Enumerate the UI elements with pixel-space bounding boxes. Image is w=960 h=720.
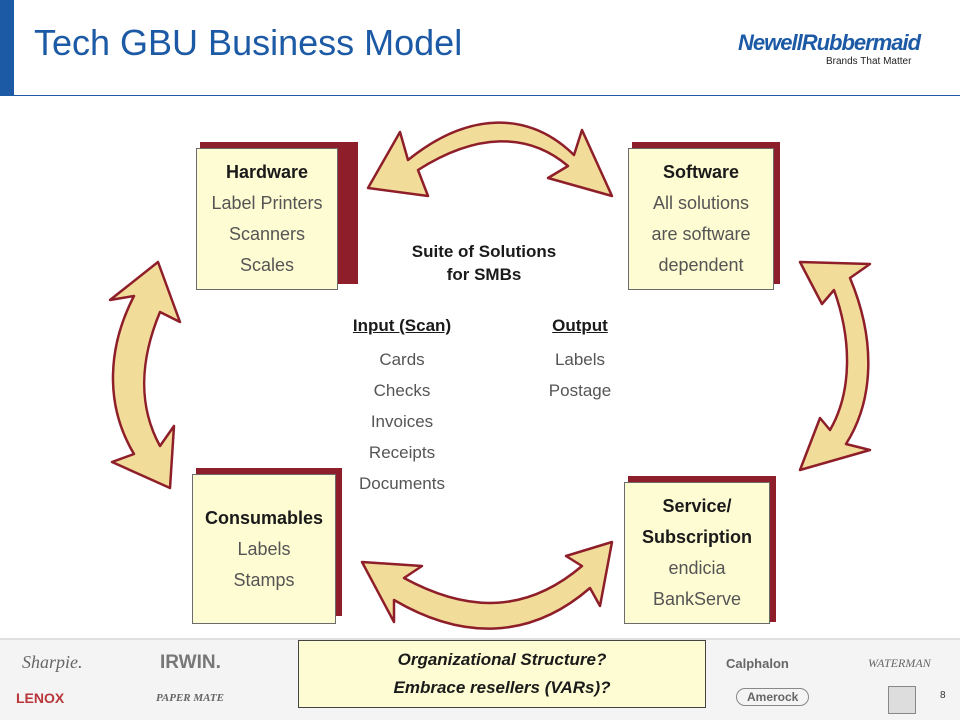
- suite-line: for SMBs: [446, 265, 522, 284]
- input-item: Receipts: [368, 443, 436, 462]
- input-item: Invoices: [370, 412, 434, 431]
- page-number: 8: [940, 690, 946, 701]
- service-box: Service/ Subscription endicia BankServe: [624, 482, 770, 624]
- service-heading: Service/: [662, 496, 732, 516]
- logo-tagline: Brands That Matter: [826, 56, 912, 67]
- hardware-item: Label Printers: [211, 193, 323, 213]
- title-divider: [14, 95, 960, 96]
- consumables-box: Consumables Labels Stamps: [192, 474, 336, 624]
- software-item: All solutions: [652, 193, 750, 213]
- brand-logo-amerock: Amerock: [736, 688, 810, 706]
- service-item: endicia: [668, 558, 726, 578]
- brand-logo-calphalon: Calphalon: [726, 656, 789, 671]
- consumables-item: Labels: [237, 538, 291, 559]
- consumables-item: Stamps: [233, 569, 295, 590]
- brand-emblem-icon: [888, 686, 916, 714]
- callout-box: Organizational Structure? Embrace resell…: [298, 640, 706, 708]
- input-item: Cards: [379, 350, 425, 369]
- software-heading: Software: [662, 162, 740, 182]
- brand-logo-waterman: WATERMAN: [868, 656, 931, 670]
- arrow-consumables-service: [360, 540, 614, 630]
- brand-logo-papermate: PAPER MATE: [156, 692, 224, 704]
- output-column: Output Labels Postage: [528, 316, 632, 406]
- arrow-software-service: [798, 260, 872, 472]
- callout-line: Embrace resellers (VARs)?: [393, 678, 611, 697]
- consumables-heading: Consumables: [204, 507, 324, 528]
- suite-of-solutions-label: Suite of Solutions for SMBs: [370, 240, 598, 286]
- output-heading: Output: [552, 316, 608, 335]
- brand-logo-sharpie: Sharpie.: [22, 652, 83, 672]
- arrow-hardware-consumables: [108, 260, 182, 490]
- brand-strip-divider: [0, 638, 960, 640]
- arrow-hardware-software: [366, 121, 614, 198]
- company-logo: NewellRubbermaid Brands That Matter: [738, 30, 928, 70]
- hardware-item: Scanners: [228, 224, 306, 244]
- output-item: Postage: [548, 381, 612, 400]
- software-box: Software All solutions are software depe…: [628, 148, 774, 290]
- hardware-heading: Hardware: [225, 162, 309, 182]
- service-heading: Subscription: [641, 527, 752, 547]
- service-item: BankServe: [652, 589, 742, 609]
- software-item: dependent: [658, 255, 744, 275]
- hardware-box: Hardware Label Printers Scanners Scales: [196, 148, 338, 290]
- software-item: are software: [651, 224, 751, 244]
- suite-line: Suite of Solutions: [411, 242, 557, 261]
- output-item: Labels: [554, 350, 606, 369]
- input-heading: Input (Scan): [352, 316, 452, 335]
- input-item: Checks: [373, 381, 431, 400]
- input-column: Input (Scan) Cards Checks Invoices Recei…: [334, 316, 470, 499]
- input-item: Documents: [359, 474, 445, 493]
- callout-line: Organizational Structure?: [397, 650, 607, 669]
- slide-title: Tech GBU Business Model: [34, 22, 463, 63]
- brand-logo-irwin: IRWIN.: [160, 652, 221, 673]
- title-accent-bar: [0, 0, 14, 96]
- logo-wordmark: NewellRubbermaid: [738, 30, 921, 55]
- brand-logo-lenox: LENOX: [16, 690, 65, 706]
- hardware-item: Scales: [239, 255, 295, 275]
